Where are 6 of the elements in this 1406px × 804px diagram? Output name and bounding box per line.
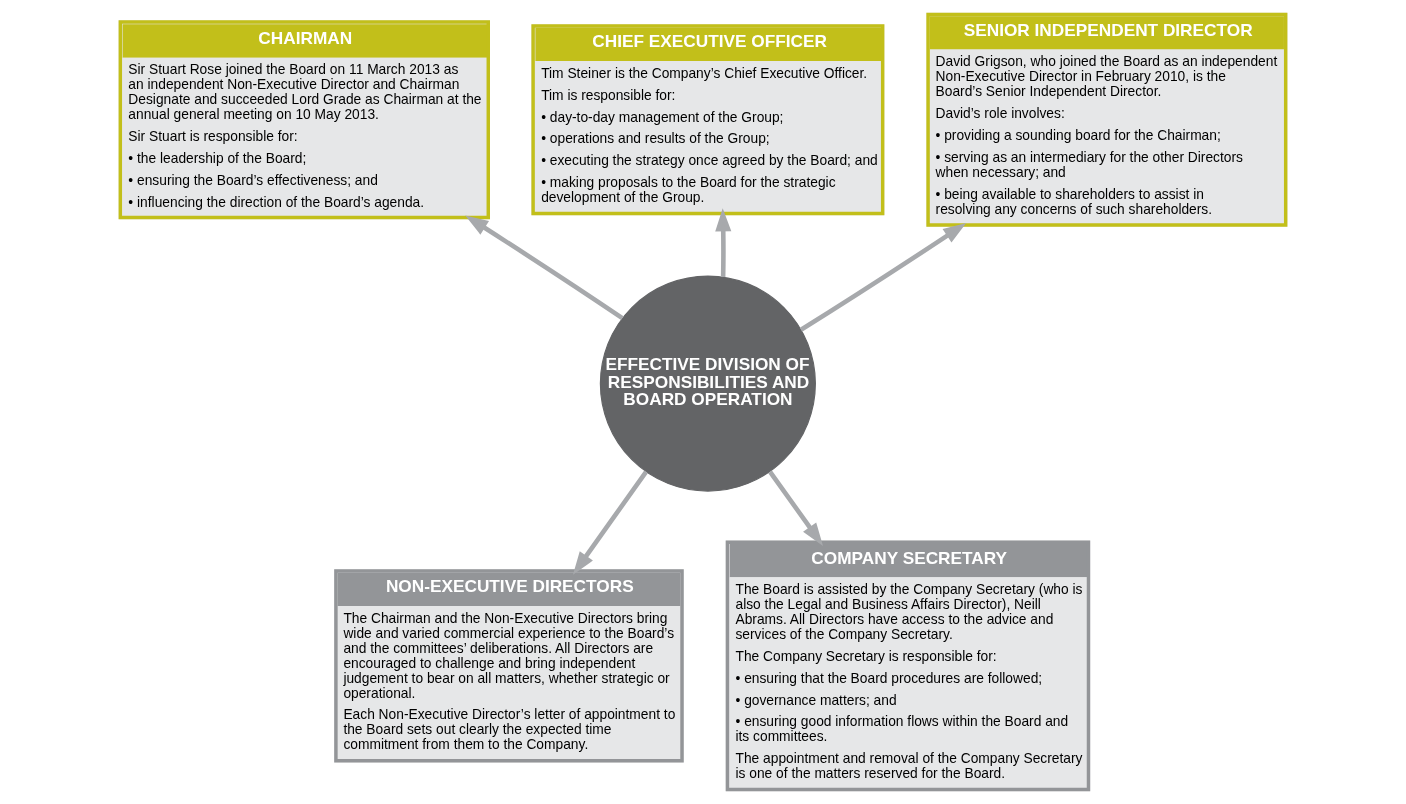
arrow	[572, 470, 648, 575]
node-circle: EFFECTIVE DIVISION OF RESPONSIBILITIES AND BOARD OPERATION	[599, 275, 816, 492]
arrow	[799, 223, 967, 332]
arrow	[715, 208, 732, 278]
arrow	[768, 470, 824, 546]
arrow	[465, 215, 624, 321]
